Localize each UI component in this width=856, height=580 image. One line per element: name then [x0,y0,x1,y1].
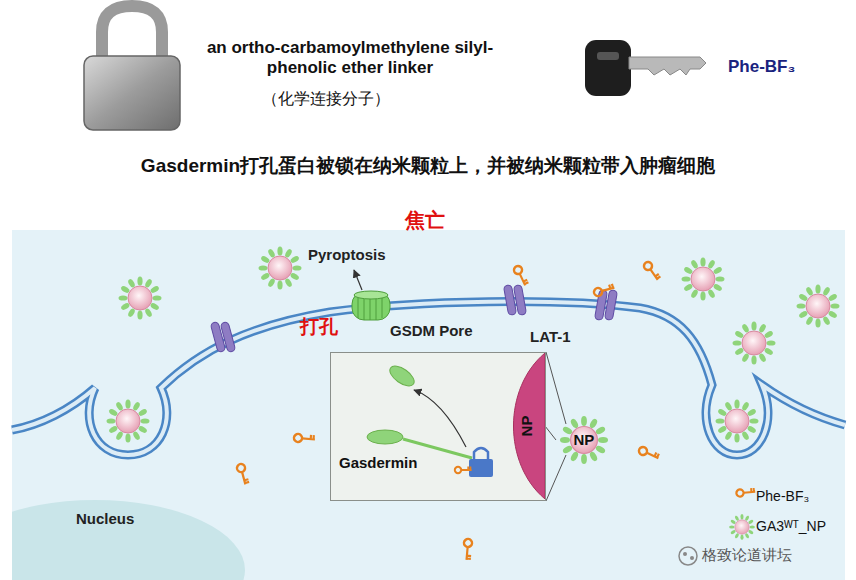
watermark: 格致论道讲坛 [702,546,792,564]
key-name: Phe-BF₃ [728,57,795,77]
pyroptosis-arrow [354,270,362,290]
pore-cn: 打孔 [300,316,338,339]
nucleus-label: Nucleus [76,510,134,528]
nanoparticle [107,400,150,443]
legend-text: GA3ᵂᵀ_NP [756,518,826,535]
node-text: Gasdermin [339,454,417,472]
released-gasdermin [387,362,418,390]
key-icon [638,442,660,463]
lock-body [84,56,180,130]
legend-key-icon [735,481,756,503]
inset-box: Gasdermin NP [330,352,546,501]
gsdm-pore [352,291,390,320]
key-blade [629,57,706,75]
np-crescent: NP [495,353,545,499]
zoom-connector [545,426,556,440]
lat1-transporter [503,285,526,316]
inset-ground [330,352,546,501]
transporter-label: LAT-1 [530,328,571,346]
legend-text: Phe-BF₃ [756,488,809,505]
key-icon [642,261,663,280]
zoom-line [546,352,566,424]
linker-note: （化学连接分子） [262,89,390,108]
nanoparticle [259,247,302,290]
key-icon [593,278,616,302]
release-arrow [414,390,466,447]
gasdermin-protein [367,430,403,444]
np-circle [560,416,608,464]
pore-label: GSDM Pore [390,322,473,340]
key-head [585,40,631,96]
np-particle: NP [556,412,612,468]
node-text: NP [574,431,595,449]
lat1-transporter [594,290,617,321]
key-icon [232,463,256,486]
pyroptosis-cn: 焦亡 [405,208,445,232]
pyroptosis-label: Pyroptosis [308,246,386,264]
key-icon [510,265,532,286]
node-text: NP [518,416,536,437]
zoom-line [546,455,566,501]
lock-shackle [102,6,162,62]
nanoparticle [716,400,759,443]
nucleus [12,500,245,580]
linker-name: an ortho-carbamoylmethylene silyl-phenol… [190,38,510,79]
key-icon [453,460,472,479]
legend-np-icon [729,514,755,540]
key-icon [456,537,480,561]
crescent-fill [514,353,546,499]
small-lock-shackle [474,448,488,460]
heading: Gasdermin打孔蛋白被锁在纳米颗粒上，并被纳米颗粒带入肿瘤细胞 [0,155,856,178]
nanoparticle [733,322,776,365]
key-icon [292,426,316,450]
nanoparticle [797,285,840,328]
nanoparticle [682,258,725,301]
watermark-icon [679,547,697,565]
small-lock [469,459,493,477]
nanoparticle [119,277,162,320]
key-slot [597,52,619,60]
lat1-transporter [210,321,235,352]
